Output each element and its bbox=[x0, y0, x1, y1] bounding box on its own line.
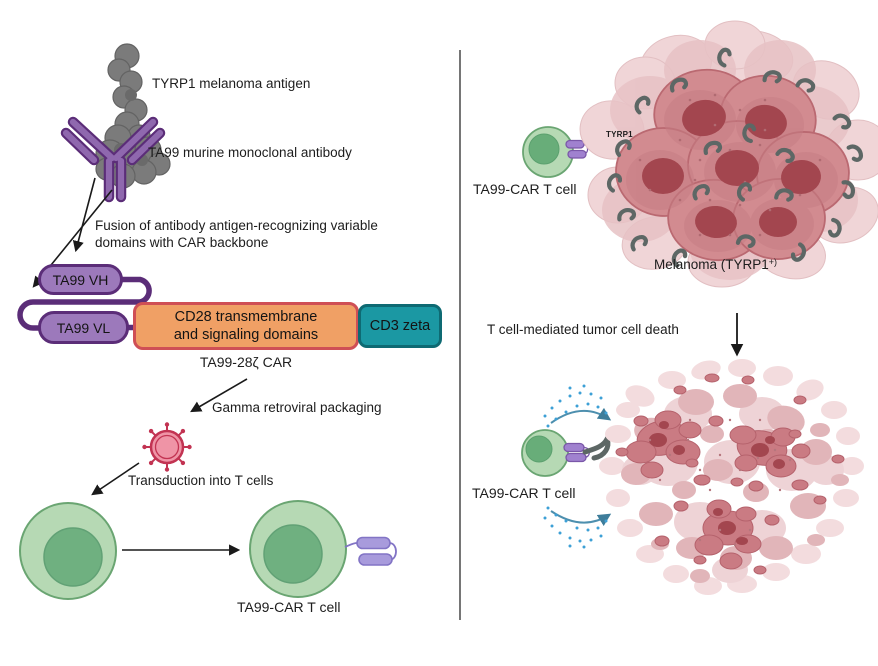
vh-domain-label: TA99 VH bbox=[52, 271, 109, 288]
cd3zeta-label: CD3 zeta bbox=[369, 318, 431, 334]
arrow-car-to-virus bbox=[190, 378, 248, 413]
antibody-label: TA99 murine monoclonal antibody bbox=[148, 145, 352, 160]
vl-domain-label: TA99 VL bbox=[56, 319, 111, 336]
tcell-car-right-top bbox=[522, 126, 589, 178]
car-tcell-label-bottom-right: TA99-CAR T cell bbox=[472, 485, 576, 501]
packaging-label: Gamma retroviral packaging bbox=[212, 400, 382, 415]
cd3zeta-domain-box: CD3 zeta bbox=[358, 304, 442, 348]
melanoma-superscript: +) bbox=[768, 257, 778, 267]
ta99-antibody-graphic bbox=[60, 116, 166, 203]
vl-domain-box: TA99 VL bbox=[38, 311, 129, 344]
bound-tyrp1-antigen bbox=[582, 432, 611, 461]
tumor-nuclei bbox=[642, 99, 821, 239]
tcell-untransduced bbox=[19, 502, 117, 600]
car-tcell-label-left: TA99-CAR T cell bbox=[237, 599, 341, 615]
fusion-label-line1: Fusion of antibody antigen-recognizing v… bbox=[95, 218, 378, 233]
retrovirus-icon bbox=[141, 421, 193, 473]
car-receptor-icon bbox=[344, 536, 397, 566]
vh-domain-box: TA99 VH bbox=[38, 264, 123, 295]
tcell-car-right-bottom bbox=[521, 429, 611, 477]
dying-tumor bbox=[599, 359, 864, 595]
antigen-label: TYRP1 melanoma antigen bbox=[152, 76, 311, 91]
arrow-virus-to-tcell bbox=[91, 462, 140, 496]
car-tcell-label-top-right: TA99-CAR T cell bbox=[473, 181, 577, 197]
car-receptor-icon bbox=[565, 139, 589, 159]
cd28-label-line2: and signaling domains bbox=[173, 327, 319, 343]
melanoma-tumor bbox=[579, 20, 878, 288]
tcell-car-left bbox=[249, 500, 397, 598]
transduction-label: Transduction into T cells bbox=[128, 473, 274, 488]
cd28-domain-box: CD28 transmembrane and signaling domains bbox=[133, 302, 359, 350]
tyrp1-tag-label: TYRP1 bbox=[606, 130, 633, 139]
car-construct-label: TA99-28ζ CAR bbox=[199, 354, 293, 370]
melanoma-label: Melanoma (TYRP1+) bbox=[654, 257, 778, 272]
fusion-label-line2: domains with CAR backbone bbox=[95, 235, 269, 250]
tumor-death-label: T cell-mediated tumor cell death bbox=[487, 322, 679, 337]
cytotoxicity-arcs bbox=[543, 384, 612, 549]
car-receptor-icon bbox=[563, 442, 591, 463]
cd28-label-line1: CD28 transmembrane bbox=[174, 308, 318, 325]
